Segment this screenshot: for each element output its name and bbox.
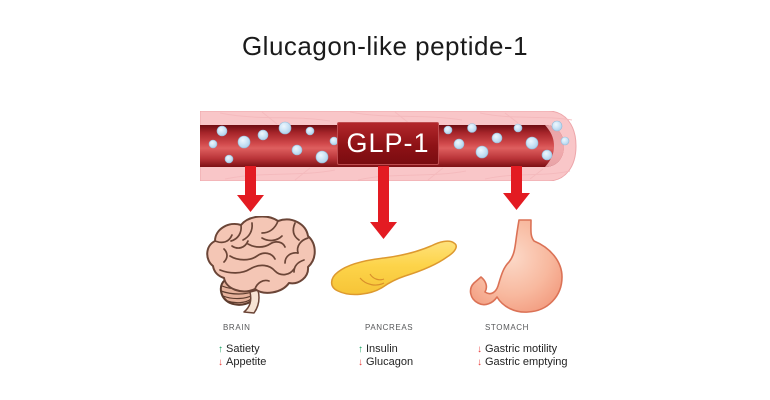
effect-label: Appetite [226, 356, 267, 368]
effect-label: Satiety [226, 343, 260, 355]
arrow-to-brain-icon [237, 166, 264, 212]
effect-label: Gastric motility [485, 343, 558, 355]
decrease-arrow-icon: ↓ [477, 344, 482, 355]
decrease-arrow-icon: ↓ [358, 357, 363, 368]
pancreas-caption: PANCREAS ↑ Insulin ↓ Glucagon [358, 324, 413, 369]
vessel-inner-rim [545, 125, 564, 167]
increase-arrow-icon: ↑ [218, 344, 223, 355]
pancreas-body [330, 240, 457, 296]
stomach-body [469, 219, 563, 313]
effect-label: Glucagon [366, 356, 414, 368]
effect-label: Insulin [366, 343, 398, 355]
glp1-badge-label: GLP-1 [346, 128, 430, 158]
brain-caption: BRAIN ↑ Satiety ↓ Appetite [218, 324, 266, 369]
organ-name-stomach: STOMACH [485, 323, 530, 332]
pancreas-illustration [330, 240, 457, 296]
pancreas-crease [359, 273, 385, 286]
page-title: Glucagon-like peptide-1 [241, 31, 529, 61]
decrease-arrow-icon: ↓ [218, 357, 223, 368]
effect-appetite: ↓ Appetite [218, 356, 266, 369]
brain-gyri [214, 220, 309, 290]
organ-name-pancreas: PANCREAS [365, 323, 414, 332]
effect-glucagon: ↓ Glucagon [358, 356, 413, 369]
effect-gastric-emptying: ↓ Gastric emptying [477, 356, 568, 369]
increase-arrow-icon: ↑ [358, 344, 363, 355]
glp1-molecule-dots [208, 120, 570, 164]
brain-illustration [206, 216, 316, 314]
decrease-arrow-icon: ↓ [477, 357, 482, 368]
arrow-to-stomach-icon [503, 166, 530, 210]
organ-name-brain: BRAIN [223, 323, 251, 332]
arrow-to-pancreas-icon [370, 166, 397, 239]
brain-stem [243, 289, 260, 314]
effect-satiety: ↑ Satiety [218, 343, 266, 356]
effect-label: Gastric emptying [485, 356, 568, 368]
effect-gastric-motility: ↓ Gastric motility [477, 343, 568, 356]
stomach-illustration [469, 219, 563, 313]
stomach-caption: STOMACH ↓ Gastric motility ↓ Gastric emp… [477, 324, 568, 369]
vessel-wall-texture [219, 111, 573, 181]
glp1-badge: GLP-1 [337, 122, 439, 165]
effect-insulin: ↑ Insulin [358, 343, 413, 356]
